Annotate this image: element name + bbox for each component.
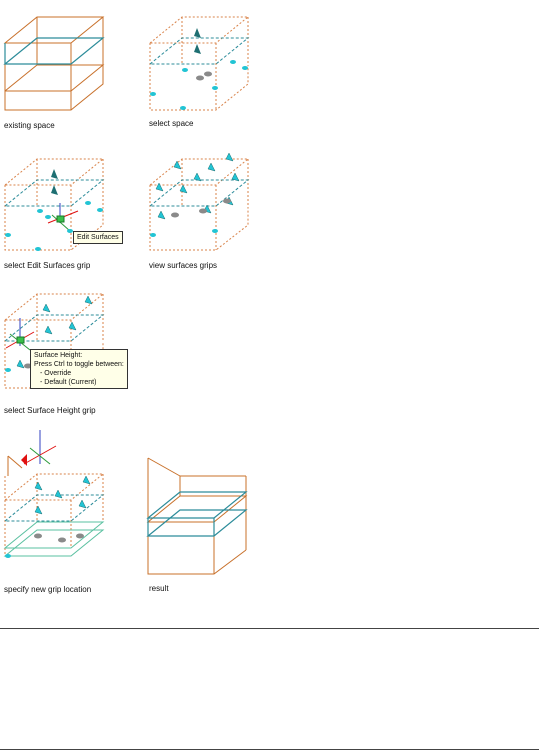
surface-grip-arrows [155, 152, 240, 220]
grip-direction-arrow [21, 454, 27, 466]
grip-ellipses [150, 60, 248, 110]
caption-select-surface-height-grip: select Surface Height grip [4, 406, 96, 415]
caption-result: result [149, 584, 169, 593]
surface-height-tooltip-line4: - Default (Current) [40, 379, 97, 386]
panel-existing-space: existing space [0, 0, 130, 135]
view-surfaces-drawing [148, 152, 250, 251]
new-surface-outline [3, 521, 105, 557]
panel-result: result [145, 450, 275, 595]
panel-select-surface-height-grip: Surface Height: Press Ctrl to toggle bet… [0, 288, 140, 418]
divider-top [0, 628, 539, 629]
caption-view-surfaces-grips: view surfaces grips [149, 261, 218, 270]
caption-existing-space: existing space [4, 121, 55, 130]
edit-surfaces-tooltip: Edit Surfaces [73, 231, 123, 244]
panel-view-surfaces-grips: view surfaces grips [145, 145, 275, 275]
edit-surfaces-drawing [3, 158, 105, 251]
axis-crosshair [5, 318, 35, 351]
surface-height-tooltip: Surface Height: Press Ctrl to toggle bet… [30, 349, 128, 389]
surface-height-tooltip-line2: Press Ctrl to toggle between: [34, 361, 124, 368]
divider-bottom [0, 749, 539, 750]
grip-triangles [194, 28, 201, 54]
panel-select-space: select space [145, 0, 275, 135]
surface-height-tooltip-line3: - Override [40, 370, 72, 377]
result-drawing [146, 457, 248, 575]
edit-surfaces-grip[interactable] [56, 215, 65, 223]
panel-select-edit-surfaces-grip: Edit Surfaces select Edit Surfaces grip [0, 145, 130, 275]
caption-select-edit-surfaces-grip: select Edit Surfaces grip [4, 261, 91, 270]
surface-height-grip[interactable] [16, 336, 25, 344]
surface-height-tooltip-line1: Surface Height: [34, 352, 83, 359]
existing-space-drawing [3, 16, 105, 111]
select-space-drawing [148, 16, 250, 111]
caption-select-space: select space [149, 119, 194, 128]
caption-specify-new-grip-location: specify new grip location [4, 585, 92, 594]
new-grip-location-drawing [3, 430, 105, 558]
panel-specify-new-grip-location: specify new grip location [0, 428, 130, 598]
